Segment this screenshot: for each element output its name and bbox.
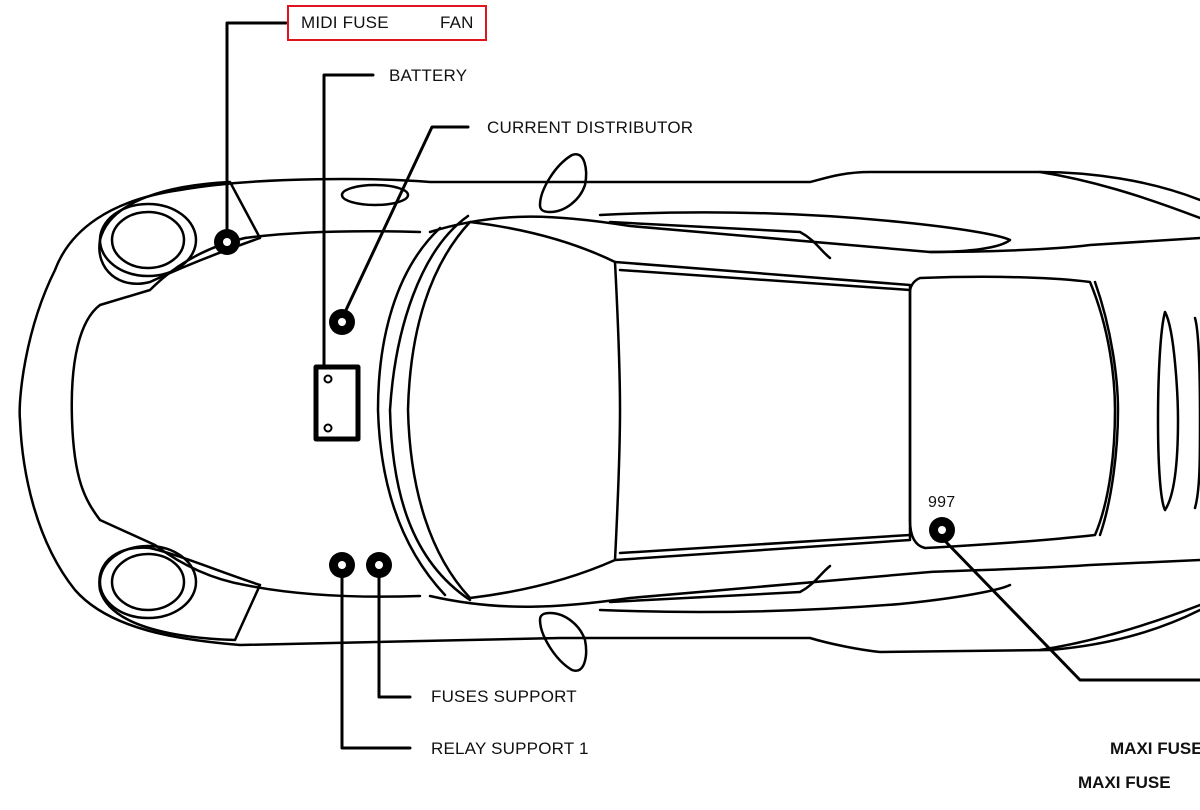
- windscreen-frame: [388, 214, 472, 602]
- battery-terminal-top: [323, 374, 333, 384]
- rear-quarter-bottom: [1038, 603, 1200, 652]
- leader-maxi-fuse: [944, 540, 1200, 682]
- rear-window-inner: [1093, 280, 1120, 537]
- label-maxi-fuse-top: MAXI FUSE: [1110, 739, 1200, 758]
- marker-fuses-support: [366, 552, 392, 578]
- battery-shape: [313, 364, 361, 442]
- headlight-bottom-outer: [98, 544, 198, 620]
- windscreen-glass: [406, 220, 622, 600]
- headlight-top-outer: [98, 202, 198, 278]
- battery-terminal-bottom: [323, 423, 333, 433]
- leader-relay-support: [340, 576, 412, 750]
- bonnet-top-edge: [243, 230, 422, 240]
- label-battery: BATTERY: [389, 66, 468, 85]
- label-current-distributor: CURRENT DISTRIBUTOR: [487, 118, 694, 137]
- cabin-outline-lower: [428, 558, 1200, 609]
- headlight-top-inner: [110, 210, 186, 270]
- marker-midi-fuse: [214, 229, 240, 255]
- door-line-top-2: [608, 220, 832, 260]
- rear-window: [908, 275, 1117, 550]
- mirror-bottom: [538, 611, 588, 672]
- label-fuses-support: FUSES SUPPORT: [431, 687, 577, 706]
- label-997: 997: [928, 494, 956, 511]
- leader-fuses-support: [377, 576, 412, 699]
- mirror-top: [538, 153, 588, 214]
- cabin-outline: [428, 215, 1200, 254]
- door-line-top: [598, 211, 1012, 254]
- front-vent: [340, 183, 410, 207]
- leader-midi-fuse: [225, 21, 288, 231]
- rear-quarter-top: [1038, 170, 1200, 220]
- door-line-bottom: [598, 583, 1012, 614]
- grille-slat-1: [1156, 310, 1180, 512]
- marker-relay-support: [329, 552, 355, 578]
- roof-edge-bottom: [618, 533, 912, 555]
- marker-current-distributor: [329, 309, 355, 335]
- label-relay-support-1: RELAY SUPPORT 1: [431, 739, 589, 758]
- windscreen-frame-outer: [376, 226, 447, 597]
- car-body-outline: [18, 170, 1200, 654]
- roof-edge-top: [618, 268, 912, 292]
- roof-panel: [613, 260, 912, 562]
- marker-maxi-fuse: [929, 517, 955, 543]
- leader-current-distributor: [344, 125, 470, 312]
- bonnet-panel: [70, 236, 422, 598]
- label-fan: FAN: [440, 13, 474, 32]
- highlight-box: [287, 5, 487, 41]
- grille-slat-2: [1193, 316, 1200, 510]
- label-maxi-fuse-bottom: MAXI FUSE: [1078, 773, 1171, 792]
- door-line-bottom-2: [608, 564, 832, 604]
- headlight-bottom-inner: [110, 552, 186, 612]
- leader-battery: [322, 73, 375, 369]
- label-midi-fuse: MIDI FUSE: [301, 13, 389, 32]
